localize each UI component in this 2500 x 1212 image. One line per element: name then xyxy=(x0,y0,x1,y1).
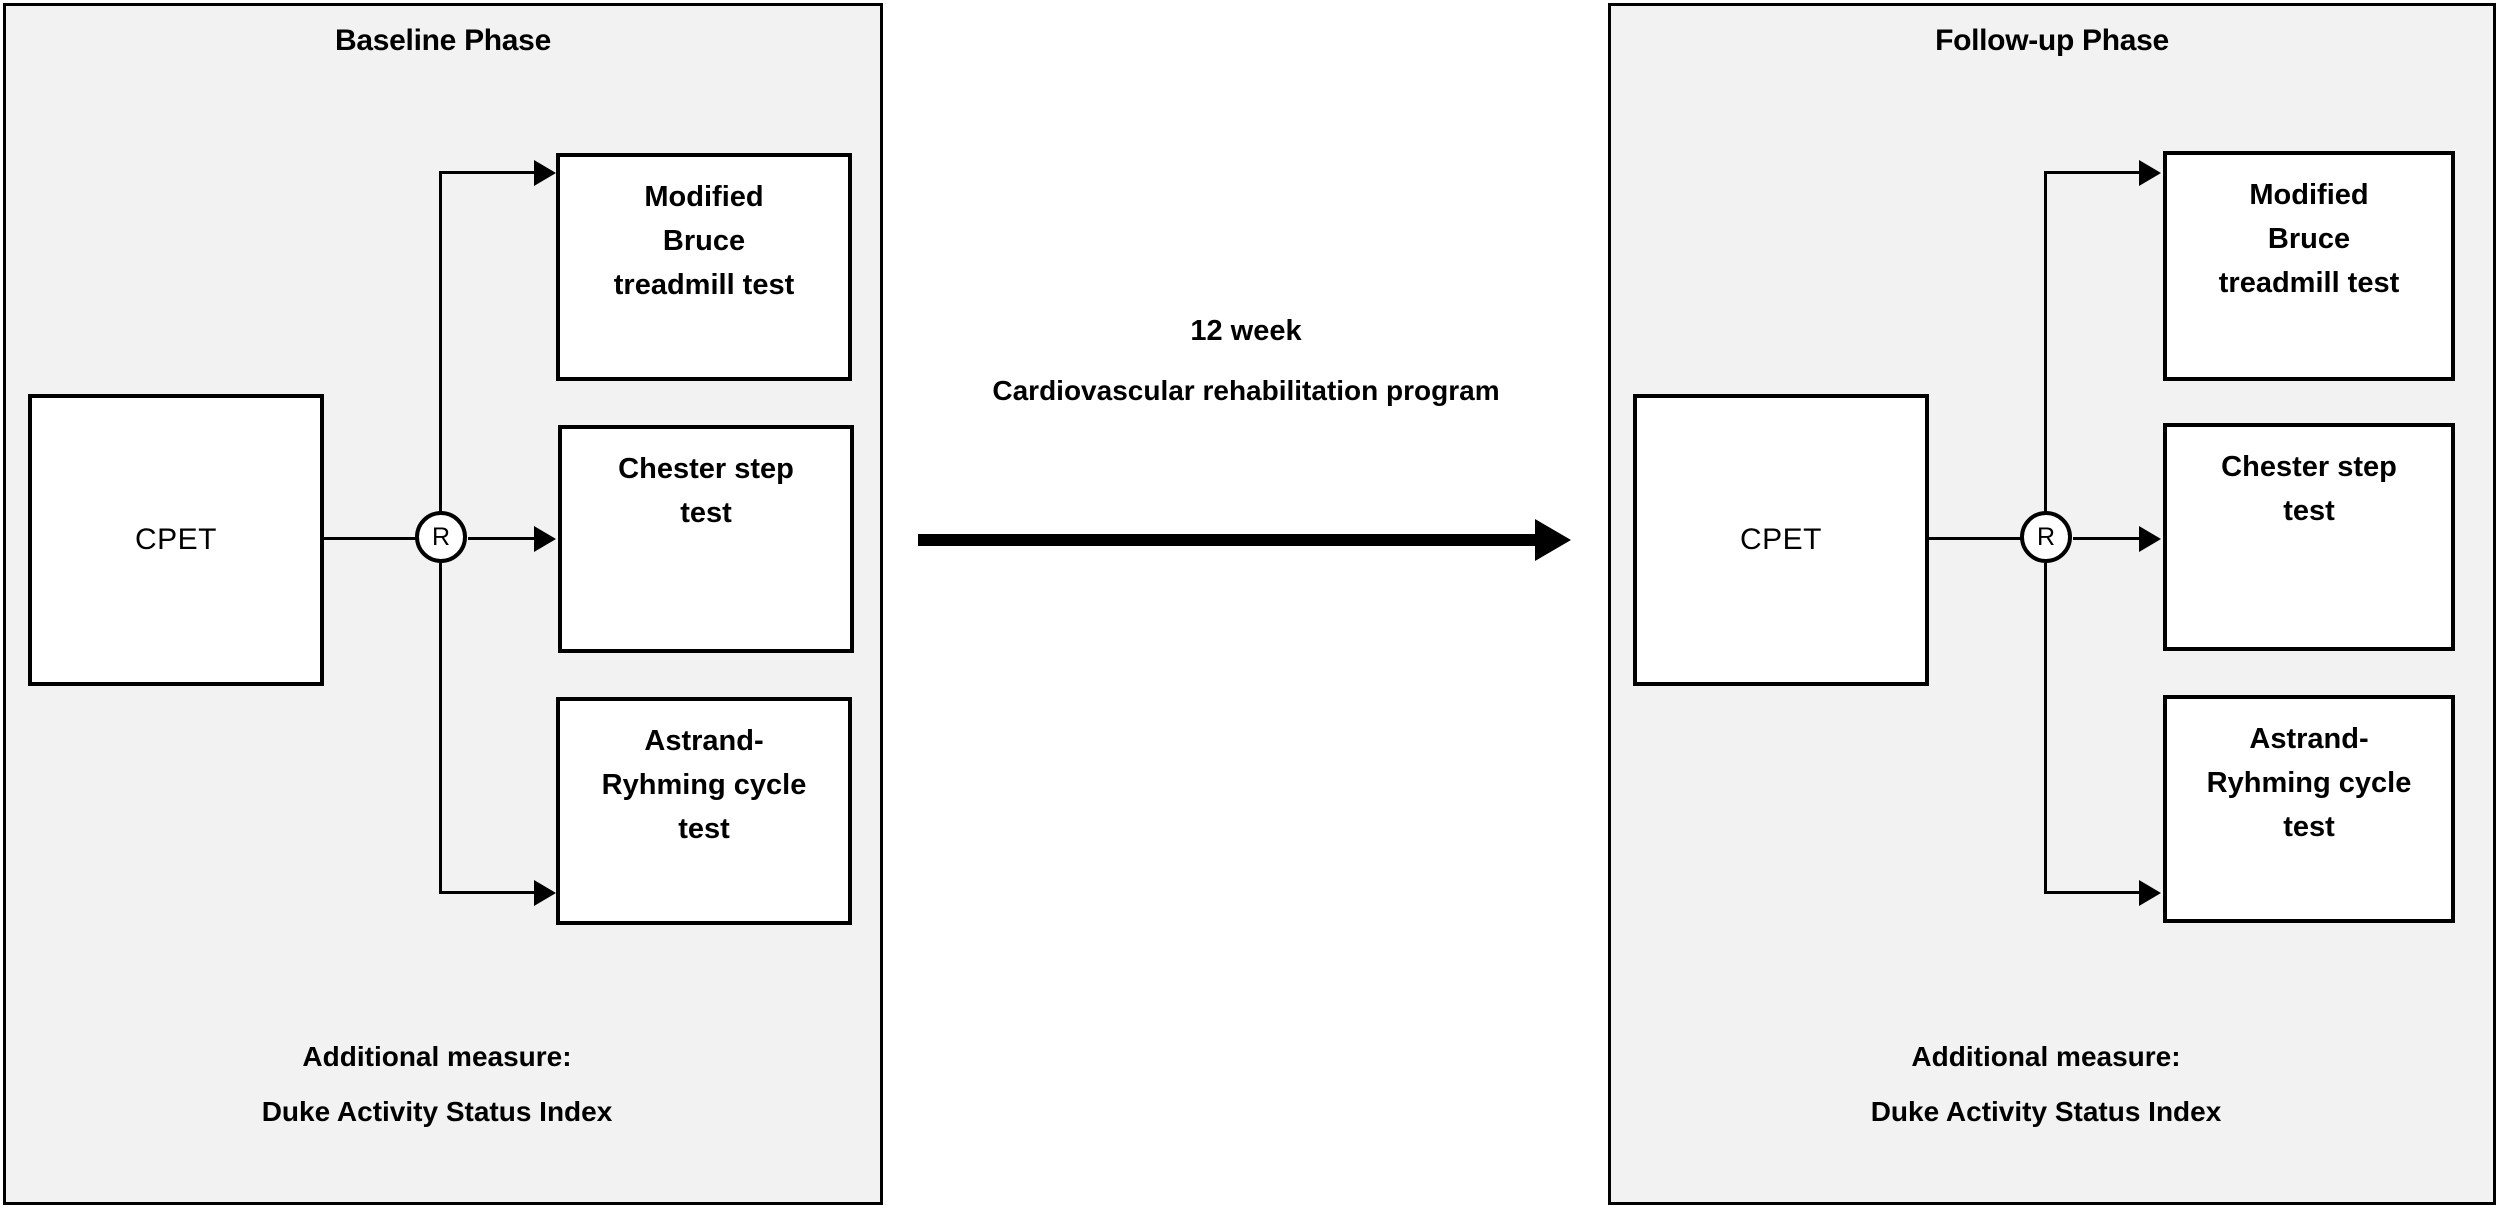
followup-astrand-ryhming-label: Astrand- Ryhming cycle test xyxy=(2167,699,2451,849)
followup-randomization-node[interactable]: R xyxy=(2020,511,2072,563)
followup-phase-title: Follow-up Phase xyxy=(1935,24,2169,57)
followup-branch-trunk-up xyxy=(2044,171,2047,512)
baseline-branch-trunk-down xyxy=(439,563,442,894)
followup-branch3-line xyxy=(2044,891,2142,894)
followup-chester-step-line1: Chester step xyxy=(2221,451,2397,483)
followup-chester-step-label: Chester step test xyxy=(2167,427,2451,533)
baseline-astrand-ryhming-line1: Astrand- xyxy=(644,725,764,757)
followup-chester-step-box[interactable]: Chester step test xyxy=(2163,423,2455,651)
baseline-astrand-ryhming-label: Astrand- Ryhming cycle test xyxy=(560,701,848,851)
baseline-chester-step-line2: test xyxy=(680,497,732,530)
baseline-randomization-label: R xyxy=(431,522,451,551)
baseline-chester-step-label: Chester step test xyxy=(562,429,850,535)
baseline-randomization-node[interactable]: R xyxy=(415,511,467,563)
baseline-additional-measure-value: Duke Activity Status Index xyxy=(261,1096,613,1127)
baseline-phase-panel: Baseline Phase CPET R Modified Bruce tre… xyxy=(3,3,883,1205)
baseline-cpet-to-rand-line xyxy=(324,537,416,540)
followup-modified-bruce-line1: Modified xyxy=(2249,179,2369,211)
followup-branch-trunk-down xyxy=(2044,563,2047,894)
followup-modified-bruce-box[interactable]: Modified Bruce treadmill test xyxy=(2163,151,2455,381)
baseline-cpet-label: CPET xyxy=(134,523,217,556)
followup-cpet-box[interactable]: CPET xyxy=(1633,394,1929,686)
followup-cpet-label: CPET xyxy=(1739,523,1822,556)
baseline-cpet-box[interactable]: CPET xyxy=(28,394,324,686)
baseline-phase-title: Baseline Phase xyxy=(335,24,551,57)
followup-chester-step-line2: test xyxy=(2283,495,2335,528)
baseline-astrand-ryhming-line3: test xyxy=(678,813,730,846)
baseline-modified-bruce-line1: Modified xyxy=(644,181,764,213)
followup-additional-measure-heading: Additional measure: xyxy=(1911,1041,2181,1072)
baseline-astrand-ryhming-line2: Ryhming cycle xyxy=(601,769,807,802)
followup-branch2-line xyxy=(2073,537,2143,540)
followup-astrand-ryhming-box[interactable]: Astrand- Ryhming cycle test xyxy=(2163,695,2455,923)
followup-branch1-line xyxy=(2044,171,2142,174)
baseline-additional-measure-heading: Additional measure: xyxy=(302,1041,572,1072)
followup-modified-bruce-label: Modified Bruce treadmill test xyxy=(2167,155,2451,305)
baseline-astrand-ryhming-box[interactable]: Astrand- Ryhming cycle test xyxy=(556,697,852,925)
baseline-branch3-arrowhead xyxy=(534,880,556,906)
baseline-branch1-arrowhead xyxy=(534,160,556,186)
baseline-modified-bruce-line2: Bruce xyxy=(662,225,746,258)
baseline-branch1-line xyxy=(439,171,537,174)
baseline-branch3-line xyxy=(439,891,537,894)
baseline-modified-bruce-line3: treadmill test xyxy=(613,269,795,302)
baseline-branch2-line xyxy=(468,537,538,540)
followup-cpet-to-rand-line xyxy=(1929,537,2021,540)
intervention-program-label: Cardiovascular rehabilitation program xyxy=(992,375,1500,406)
baseline-chester-step-line1: Chester step xyxy=(618,453,794,485)
followup-astrand-ryhming-line2: Ryhming cycle xyxy=(2206,767,2412,800)
intervention-arrow-head-icon xyxy=(1535,519,1571,561)
intervention-section: 12 week Cardiovascular rehabilitation pr… xyxy=(890,0,1602,1212)
intervention-arrow-shaft xyxy=(918,534,1538,546)
followup-branch3-arrowhead xyxy=(2139,880,2161,906)
followup-additional-measure-value: Duke Activity Status Index xyxy=(1870,1096,2222,1127)
followup-phase-panel: Follow-up Phase CPET R Modified Bruce tr… xyxy=(1608,3,2496,1205)
baseline-branch2-arrowhead xyxy=(534,526,556,552)
followup-randomization-label: R xyxy=(2036,522,2056,551)
followup-astrand-ryhming-line1: Astrand- xyxy=(2249,723,2369,755)
followup-branch1-arrowhead xyxy=(2139,160,2161,186)
baseline-modified-bruce-box[interactable]: Modified Bruce treadmill test xyxy=(556,153,852,381)
baseline-modified-bruce-label: Modified Bruce treadmill test xyxy=(560,157,848,307)
followup-astrand-ryhming-line3: test xyxy=(2283,811,2335,844)
intervention-duration-label: 12 week xyxy=(1190,315,1302,347)
followup-modified-bruce-line3: treadmill test xyxy=(2218,267,2400,300)
followup-branch2-arrowhead xyxy=(2139,526,2161,552)
followup-modified-bruce-line2: Bruce xyxy=(2267,223,2351,256)
baseline-branch-trunk-up xyxy=(439,171,442,512)
baseline-chester-step-box[interactable]: Chester step test xyxy=(558,425,854,653)
